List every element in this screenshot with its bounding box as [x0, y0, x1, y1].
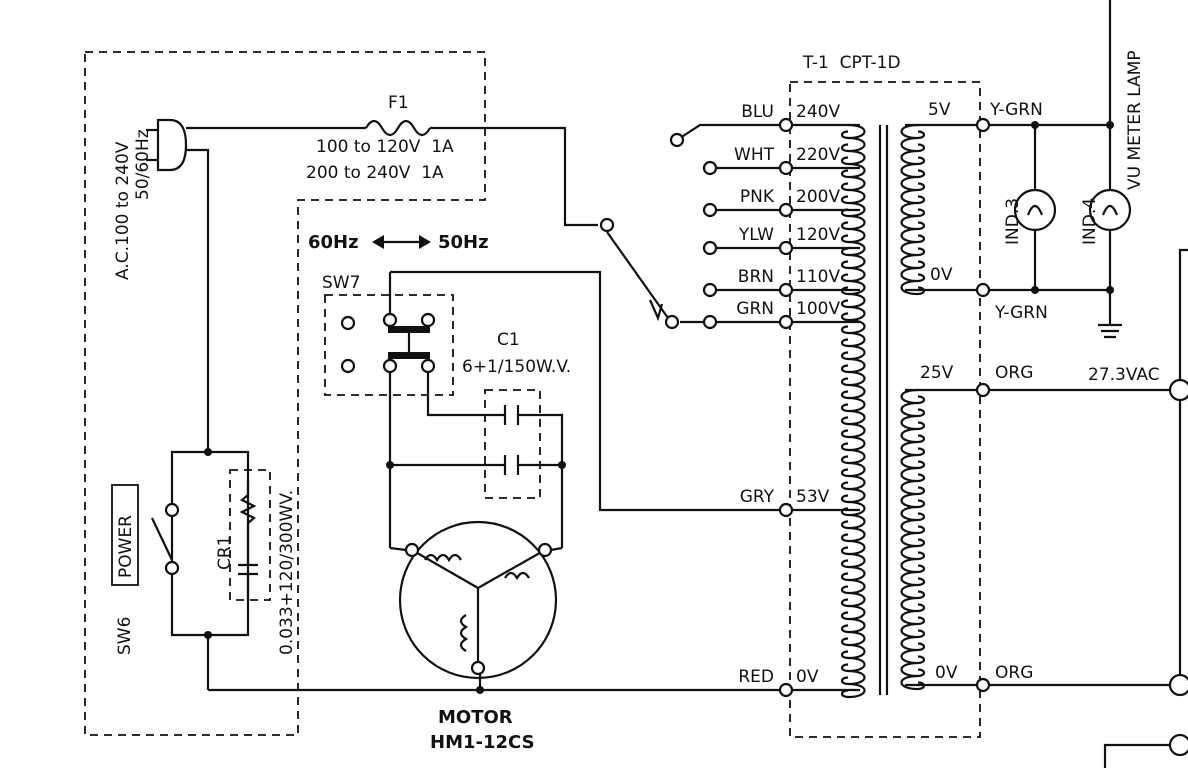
sw7-frequency-switch	[340, 312, 436, 374]
transformer-name: T-1 CPT-1D	[802, 53, 901, 73]
tap-terminals	[702, 117, 860, 698]
tap-open-terminal-grn	[702, 314, 718, 330]
tap-color-grn: GRN	[736, 299, 774, 319]
tap-color-brn: BRN	[738, 267, 774, 287]
freq-60hz-label: 60Hz	[308, 232, 359, 253]
tap-voltage-grn: 100V	[796, 299, 840, 319]
primary-tap-labels: BLU 240V WHT 220V PNK 200V YLW 120V BRN 110V GRN 10…	[734, 102, 840, 687]
tap-terminal-wht	[778, 160, 794, 176]
power-label-box	[111, 484, 139, 586]
fuse-name: F1	[388, 93, 409, 113]
tap-open-terminal-pnk	[702, 202, 718, 218]
labels: A.C.100 to 240V 50/60Hz F1 100 to 120V 1…	[111, 50, 1160, 753]
motor-model: HM1-12CS	[430, 732, 535, 753]
tap-terminal-brn	[778, 282, 794, 298]
tap-open-terminal-brn	[702, 282, 718, 298]
sec-5v-wire: Y-GRN	[989, 100, 1043, 120]
sec-25v-wire: ORG	[995, 363, 1033, 383]
cr1-network-icon	[238, 480, 258, 600]
tap-open-terminal-wht	[702, 160, 718, 176]
motor-label: MOTOR	[438, 707, 513, 728]
tap-terminal-grn	[778, 314, 794, 330]
frequency-arrow-icon	[372, 235, 431, 249]
fuse-icon	[365, 119, 431, 137]
tap-terminal-ylw	[778, 240, 794, 256]
tap-color-wht: WHT	[734, 145, 775, 165]
tap-voltage-wht: 220V	[796, 145, 840, 165]
sec-25v-label: 25V	[920, 363, 954, 383]
fuse-rating-low: 100 to 120V 1A	[316, 137, 454, 157]
freq-50hz-label: 50Hz	[438, 232, 489, 253]
tap-open-terminal-ylw	[702, 240, 718, 256]
tap-terminal-blu	[778, 117, 794, 133]
tap-voltage-gry: 53V	[796, 487, 830, 507]
tap-terminal-gry	[778, 502, 794, 518]
tap-voltage-red: 0V	[796, 667, 819, 687]
tap-color-ylw: YLW	[738, 225, 774, 245]
motor-icon	[389, 520, 563, 680]
cr1-value: 0.033+120/300WV.	[277, 490, 297, 655]
tap-voltage-pnk: 200V	[796, 187, 840, 207]
tap-terminal-red	[778, 682, 794, 698]
vu-meter-lamp-label: VU METER LAMP	[1125, 50, 1145, 190]
sec-0v-a-label: 0V	[930, 265, 953, 285]
sec-0v-b-label: 0V	[935, 663, 958, 683]
ind3-label: IND.3	[1003, 198, 1023, 245]
sw7-label: SW7	[322, 273, 360, 293]
tap-terminal-pnk	[778, 202, 794, 218]
tap-leads	[679, 123, 784, 324]
cr1-name: CR1	[215, 536, 235, 571]
output-voltage: 27.3VAC	[1088, 365, 1160, 385]
tap-color-pnk: PNK	[740, 187, 775, 207]
capacitor-c1-icon	[503, 405, 527, 475]
ind3-lamp-icon	[1013, 188, 1057, 232]
sec-0v-a-wire: Y-GRN	[994, 303, 1048, 323]
ac-plug-icon	[146, 118, 188, 172]
ac-input-line1: A.C.100 to 240V	[113, 141, 133, 280]
indicator-lamps	[983, 0, 1132, 339]
sec-0v-b-wire: ORG	[995, 663, 1033, 683]
tap-color-red: RED	[738, 667, 774, 687]
ac-input-line2: 50/60Hz	[133, 129, 153, 200]
tap-color-blu: BLU	[741, 102, 774, 122]
sw6-label: SW6	[115, 617, 135, 655]
sw6-power-switch-icon	[151, 502, 180, 576]
c1-name: C1	[497, 330, 520, 350]
tap-voltage-blu: 240V	[796, 102, 840, 122]
fuse-rating-high: 200 to 240V 1A	[306, 163, 444, 183]
ind4-lamp-icon	[1088, 188, 1132, 232]
power-label: POWER	[116, 515, 136, 578]
tap-voltage-ylw: 120V	[796, 225, 840, 245]
tap-color-gry: GRY	[740, 487, 775, 507]
junctions	[204, 117, 1188, 768]
c1-value: 6+1/150W.V.	[462, 357, 571, 377]
ind4-label: IND.4	[1080, 198, 1100, 245]
sec-5v-label: 5V	[928, 100, 951, 120]
tap-voltage-brn: 110V	[796, 267, 840, 287]
